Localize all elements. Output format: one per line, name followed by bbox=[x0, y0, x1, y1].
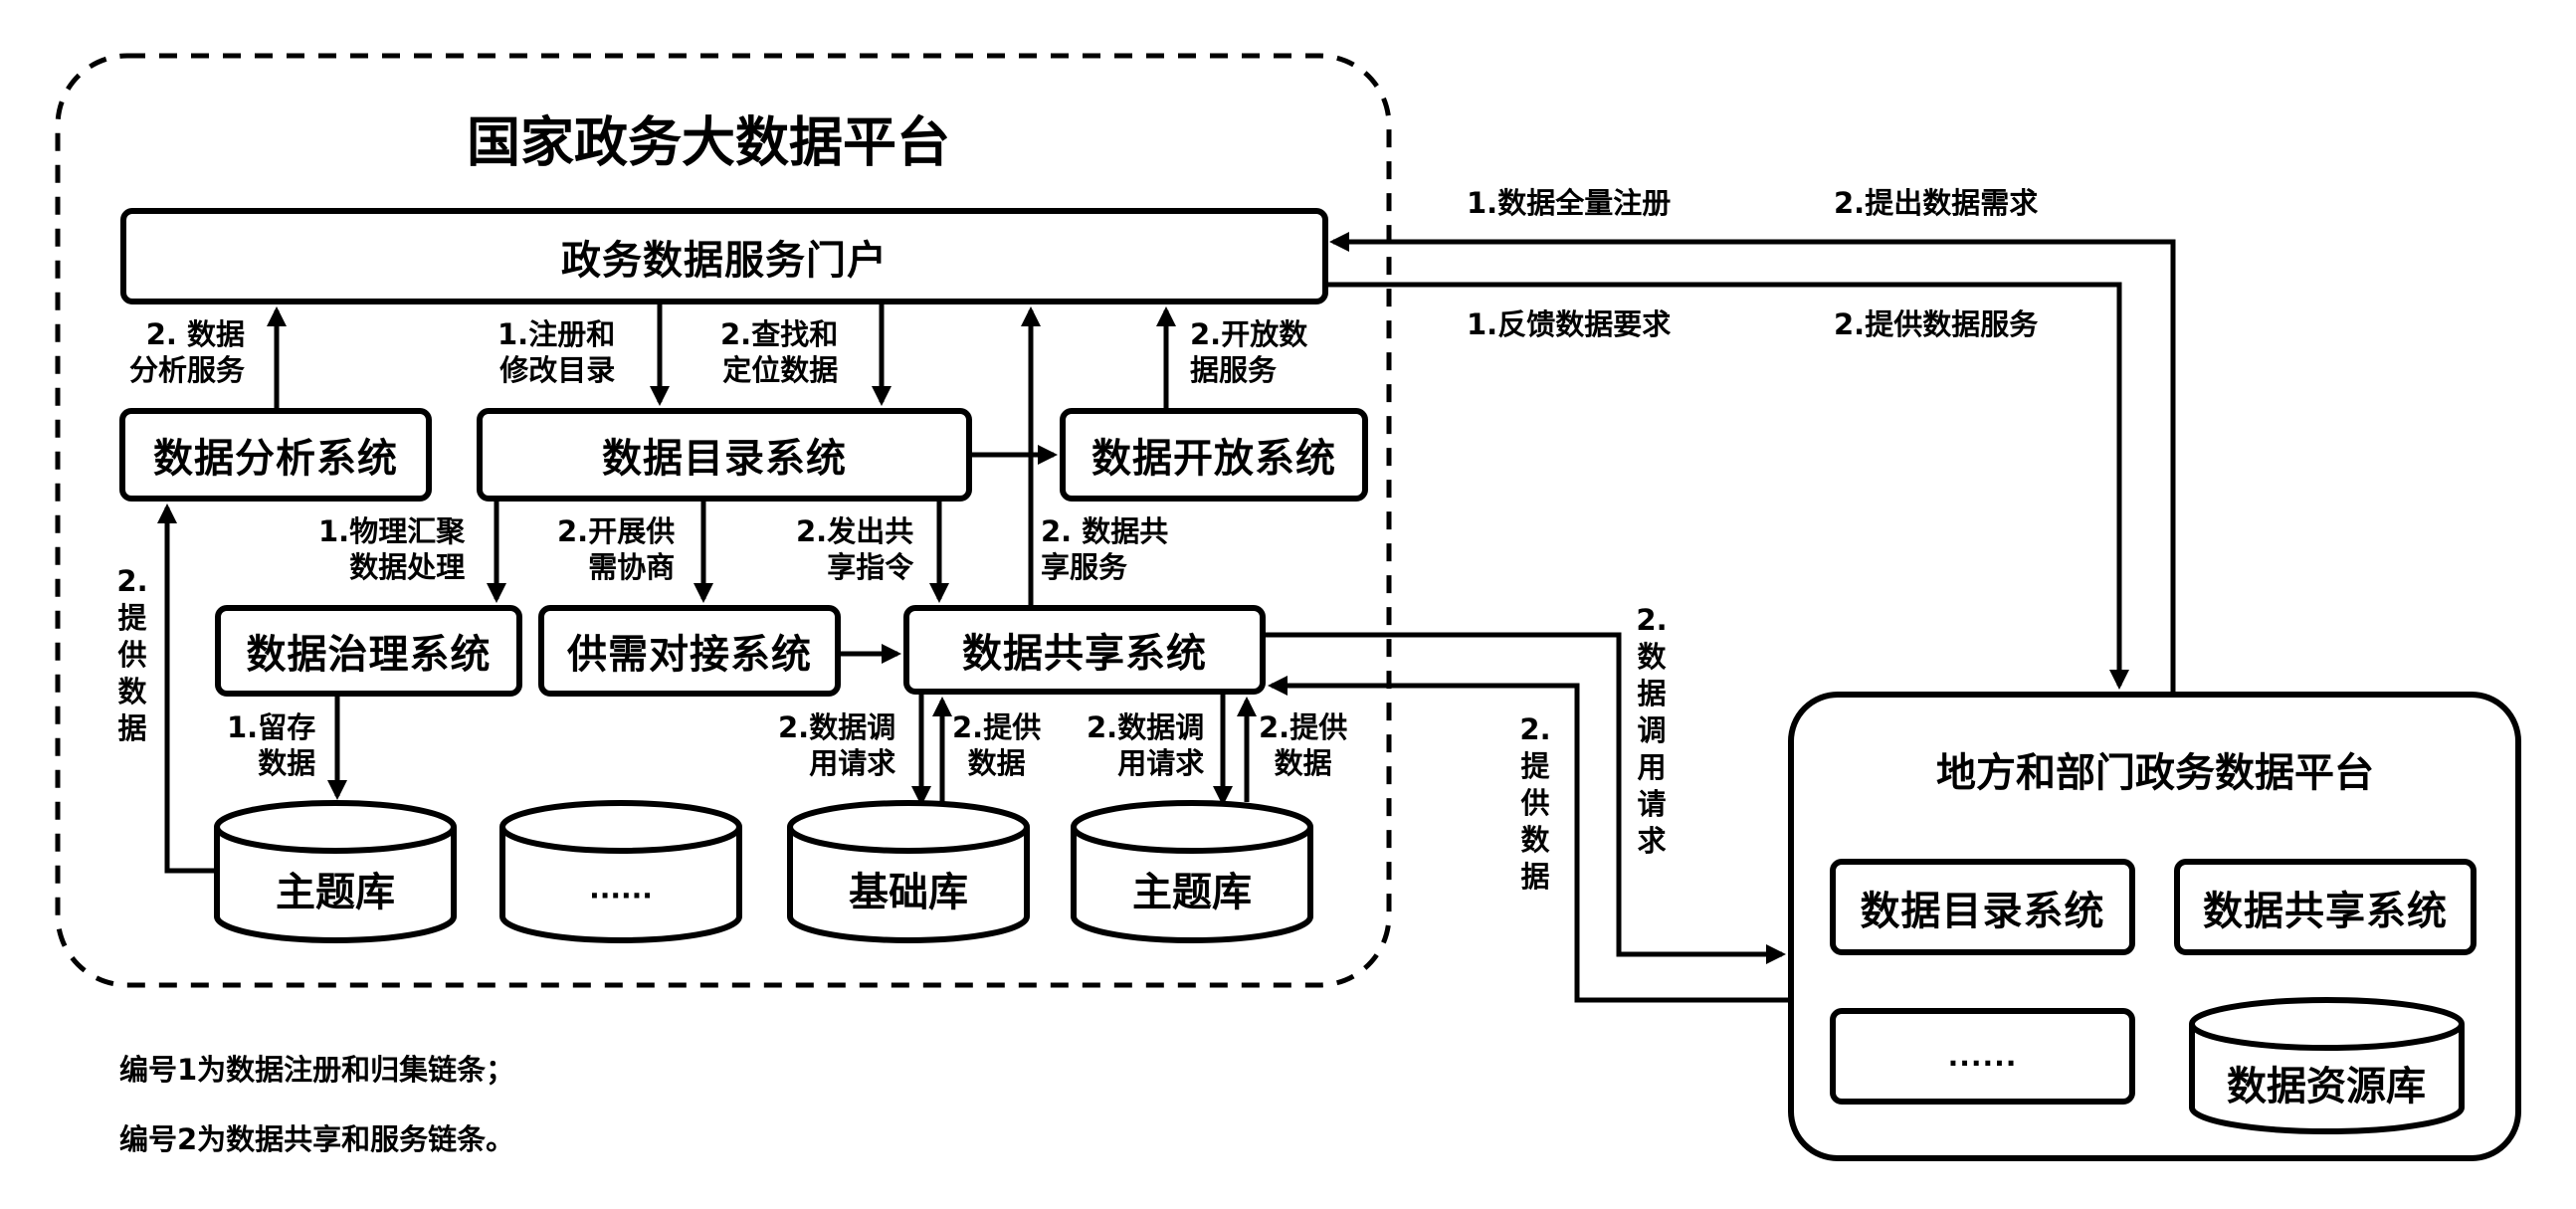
data-sharing-system[interactable]: 数据共享系统 bbox=[903, 605, 1266, 695]
data-governance-system-label: 数据治理系统 bbox=[246, 632, 492, 678]
data-analysis-system[interactable]: 数据分析系统 bbox=[119, 408, 432, 502]
national-platform-frame bbox=[55, 53, 1392, 988]
base-database-body bbox=[787, 827, 1030, 943]
government-data-service-portal[interactable]: 政务数据服务门户 bbox=[120, 208, 1328, 304]
label-call-request-1: 2.数据调 用请求 bbox=[778, 710, 896, 780]
base-database[interactable] bbox=[787, 800, 1030, 943]
theme-database-2-label: 主题库 bbox=[1132, 870, 1252, 915]
theme-database-1-label: 主题库 bbox=[276, 870, 395, 915]
other-database[interactable] bbox=[499, 800, 742, 943]
data-open-system[interactable]: 数据开放系统 bbox=[1060, 408, 1368, 502]
label-physical-aggregate: 1.物理汇聚 数据处理 bbox=[318, 514, 466, 584]
label-provide-data-1: 2.提供 数据 bbox=[952, 710, 1042, 780]
data-analysis-system-label: 数据分析系统 bbox=[153, 436, 398, 482]
data-sharing-system-label: 数据共享系统 bbox=[962, 631, 1207, 677]
base-database-label: 基础库 bbox=[849, 870, 968, 915]
local-data-catalog-system[interactable]: 数据目录系统 bbox=[1830, 859, 2135, 955]
other-database-body bbox=[499, 827, 742, 943]
local-data-sharing-system[interactable]: 数据共享系统 bbox=[2174, 859, 2477, 955]
label-provide-data-left: 2. 提 供 数 据 bbox=[116, 564, 148, 745]
data-governance-system[interactable]: 数据治理系统 bbox=[215, 605, 522, 697]
data-resource-database-top bbox=[2189, 997, 2465, 1051]
edge-local-portal-register bbox=[1329, 232, 2176, 692]
label-provide-data-vertical: 2. 提 供 数 据 bbox=[1519, 712, 1551, 894]
supply-demand-matching-system-label: 供需对接系统 bbox=[567, 632, 812, 678]
other-database-label: ...... bbox=[589, 872, 653, 906]
edge-portal-local-service bbox=[1327, 282, 2129, 690]
local-other-system[interactable]: ...... bbox=[1830, 1008, 2135, 1105]
label-provide-service: 2.提供数据服务 bbox=[1834, 307, 2039, 341]
data-catalog-system-label: 数据目录系统 bbox=[602, 436, 847, 482]
theme-database-1-top bbox=[214, 800, 457, 854]
label-full-register: 1.数据全量注册 bbox=[1467, 186, 1672, 220]
edge-themedb-analysis bbox=[157, 504, 217, 874]
note-chain-1: 编号1为数据注册和归集链条； bbox=[119, 1053, 515, 1087]
data-open-system-label: 数据开放系统 bbox=[1091, 436, 1336, 482]
label-register-catalog: 1.注册和 修改目录 bbox=[497, 317, 616, 387]
theme-database-2-body bbox=[1071, 827, 1313, 943]
theme-database-2[interactable] bbox=[1071, 800, 1313, 943]
local-other-system-label: ...... bbox=[1947, 1040, 2018, 1073]
edge-sharing-local-request bbox=[1266, 632, 1786, 964]
local-data-sharing-system-label: 数据共享系统 bbox=[2203, 888, 2448, 934]
other-database-top bbox=[499, 800, 742, 854]
edge-local-sharing-provide bbox=[1268, 676, 1788, 1003]
label-call-request-2: 2.数据调 用请求 bbox=[1087, 710, 1205, 780]
note-chain-2: 编号2为数据共享和服务链条。 bbox=[119, 1122, 515, 1156]
base-database-top bbox=[787, 800, 1030, 854]
supply-demand-matching-system[interactable]: 供需对接系统 bbox=[538, 605, 841, 697]
theme-database-1-body bbox=[214, 827, 457, 943]
data-resource-database-body bbox=[2189, 1024, 2465, 1134]
label-open-service: 2.开放数 据服务 bbox=[1190, 317, 1308, 387]
portal-label: 政务数据服务门户 bbox=[561, 237, 888, 284]
label-share-command: 2.发出共 享指令 bbox=[796, 514, 914, 584]
theme-database-2-top bbox=[1071, 800, 1313, 854]
label-share-service: 2. 数据共 享服务 bbox=[1041, 514, 1169, 584]
label-analysis-service: 2. 数据 分析服务 bbox=[129, 317, 246, 387]
label-find-locate: 2.查找和 定位数据 bbox=[720, 317, 839, 387]
label-feedback-request: 1.反馈数据要求 bbox=[1467, 307, 1672, 341]
local-platform-title: 地方和部门政务数据平台 bbox=[1936, 750, 2374, 796]
local-data-catalog-system-label: 数据目录系统 bbox=[1860, 888, 2105, 934]
label-store-data: 1.留存 数据 bbox=[227, 710, 316, 780]
label-call-request-vertical: 2. 数 据 调 用 请 求 bbox=[1636, 603, 1668, 858]
label-provide-data-2: 2.提供 数据 bbox=[1259, 710, 1348, 780]
data-catalog-system[interactable]: 数据目录系统 bbox=[477, 408, 972, 502]
data-resource-database[interactable] bbox=[2189, 997, 2465, 1134]
label-raise-demand: 2.提出数据需求 bbox=[1834, 186, 2039, 220]
data-resource-database-label: 数据资源库 bbox=[2227, 1064, 2426, 1109]
theme-database-1[interactable] bbox=[214, 800, 457, 943]
local-platform-frame bbox=[1788, 692, 2521, 1161]
label-supply-negotiate: 2.开展供 需协商 bbox=[557, 514, 676, 584]
national-platform-title: 国家政务大数据平台 bbox=[467, 110, 950, 174]
